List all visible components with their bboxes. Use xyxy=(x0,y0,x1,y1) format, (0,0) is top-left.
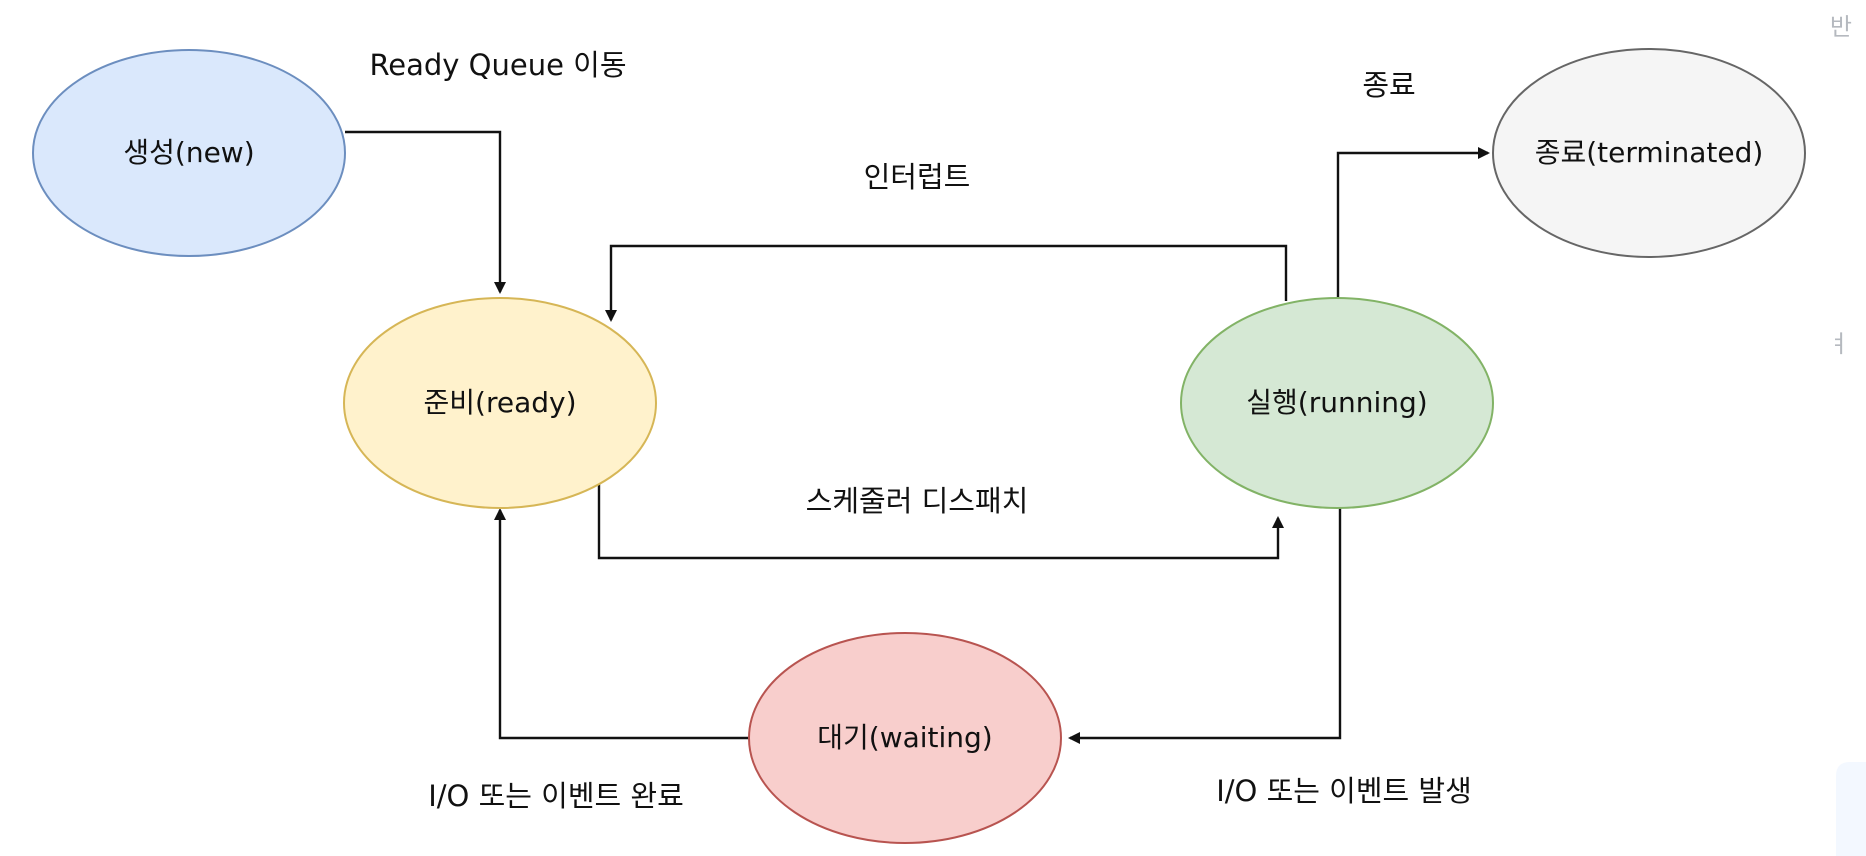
edge-running-to-ready xyxy=(605,244,1288,322)
edge-label-running-to-terminated: 종료 xyxy=(1362,68,1415,102)
edge-waiting-to-ready-line xyxy=(494,508,750,740)
edge-label-ready-to-running: 스케줄러 디스패치 xyxy=(806,484,1029,518)
edge-label-new-to-ready: Ready Queue 이동 xyxy=(369,48,626,82)
state-node-new-shape xyxy=(32,49,346,257)
edge-new-to-ready-line xyxy=(345,130,506,294)
state-node-ready-shape xyxy=(343,297,657,509)
clipped-panel-corner xyxy=(1836,762,1866,856)
state-node-running-label: 실행(running) xyxy=(1246,386,1427,419)
state-node-running: 실행(running) xyxy=(1180,297,1494,509)
edge-label-running-to-ready: 인터럽트 xyxy=(864,160,971,194)
clipped-text-middle: ㅕ xyxy=(1828,330,1850,358)
state-node-running-shape xyxy=(1180,297,1494,509)
edge-waiting-to-ready xyxy=(494,508,750,740)
state-node-waiting-label: 대기(waiting) xyxy=(817,721,992,754)
state-node-terminated-label: 종료(terminated) xyxy=(1535,136,1764,169)
edge-new-to-ready xyxy=(345,130,506,294)
clipped-text-top: 반 xyxy=(1830,13,1852,41)
state-node-new-label: 생성(new) xyxy=(123,136,254,169)
state-node-ready: 준비(ready) xyxy=(343,297,657,509)
state-node-waiting: 대기(waiting) xyxy=(748,632,1062,844)
edge-running-to-terminated-line xyxy=(1336,147,1490,300)
edge-ready-to-running xyxy=(597,484,1284,560)
edge-label-running-to-waiting: I/O 또는 이벤트 발생 xyxy=(1216,774,1472,808)
state-node-terminated: 종료(terminated) xyxy=(1492,48,1806,258)
edge-running-to-terminated xyxy=(1336,147,1490,300)
state-node-ready-label: 준비(ready) xyxy=(424,386,577,419)
edge-label-waiting-to-ready: I/O 또는 이벤트 완료 xyxy=(428,779,684,813)
edge-running-to-ready-line xyxy=(605,244,1288,322)
edge-running-to-waiting-line xyxy=(1068,505,1342,744)
state-node-waiting-shape xyxy=(748,632,1062,844)
state-node-new: 생성(new) xyxy=(32,49,346,257)
edge-running-to-waiting xyxy=(1068,505,1342,744)
state-node-terminated-shape xyxy=(1492,48,1806,258)
edge-ready-to-running-line xyxy=(597,484,1284,560)
